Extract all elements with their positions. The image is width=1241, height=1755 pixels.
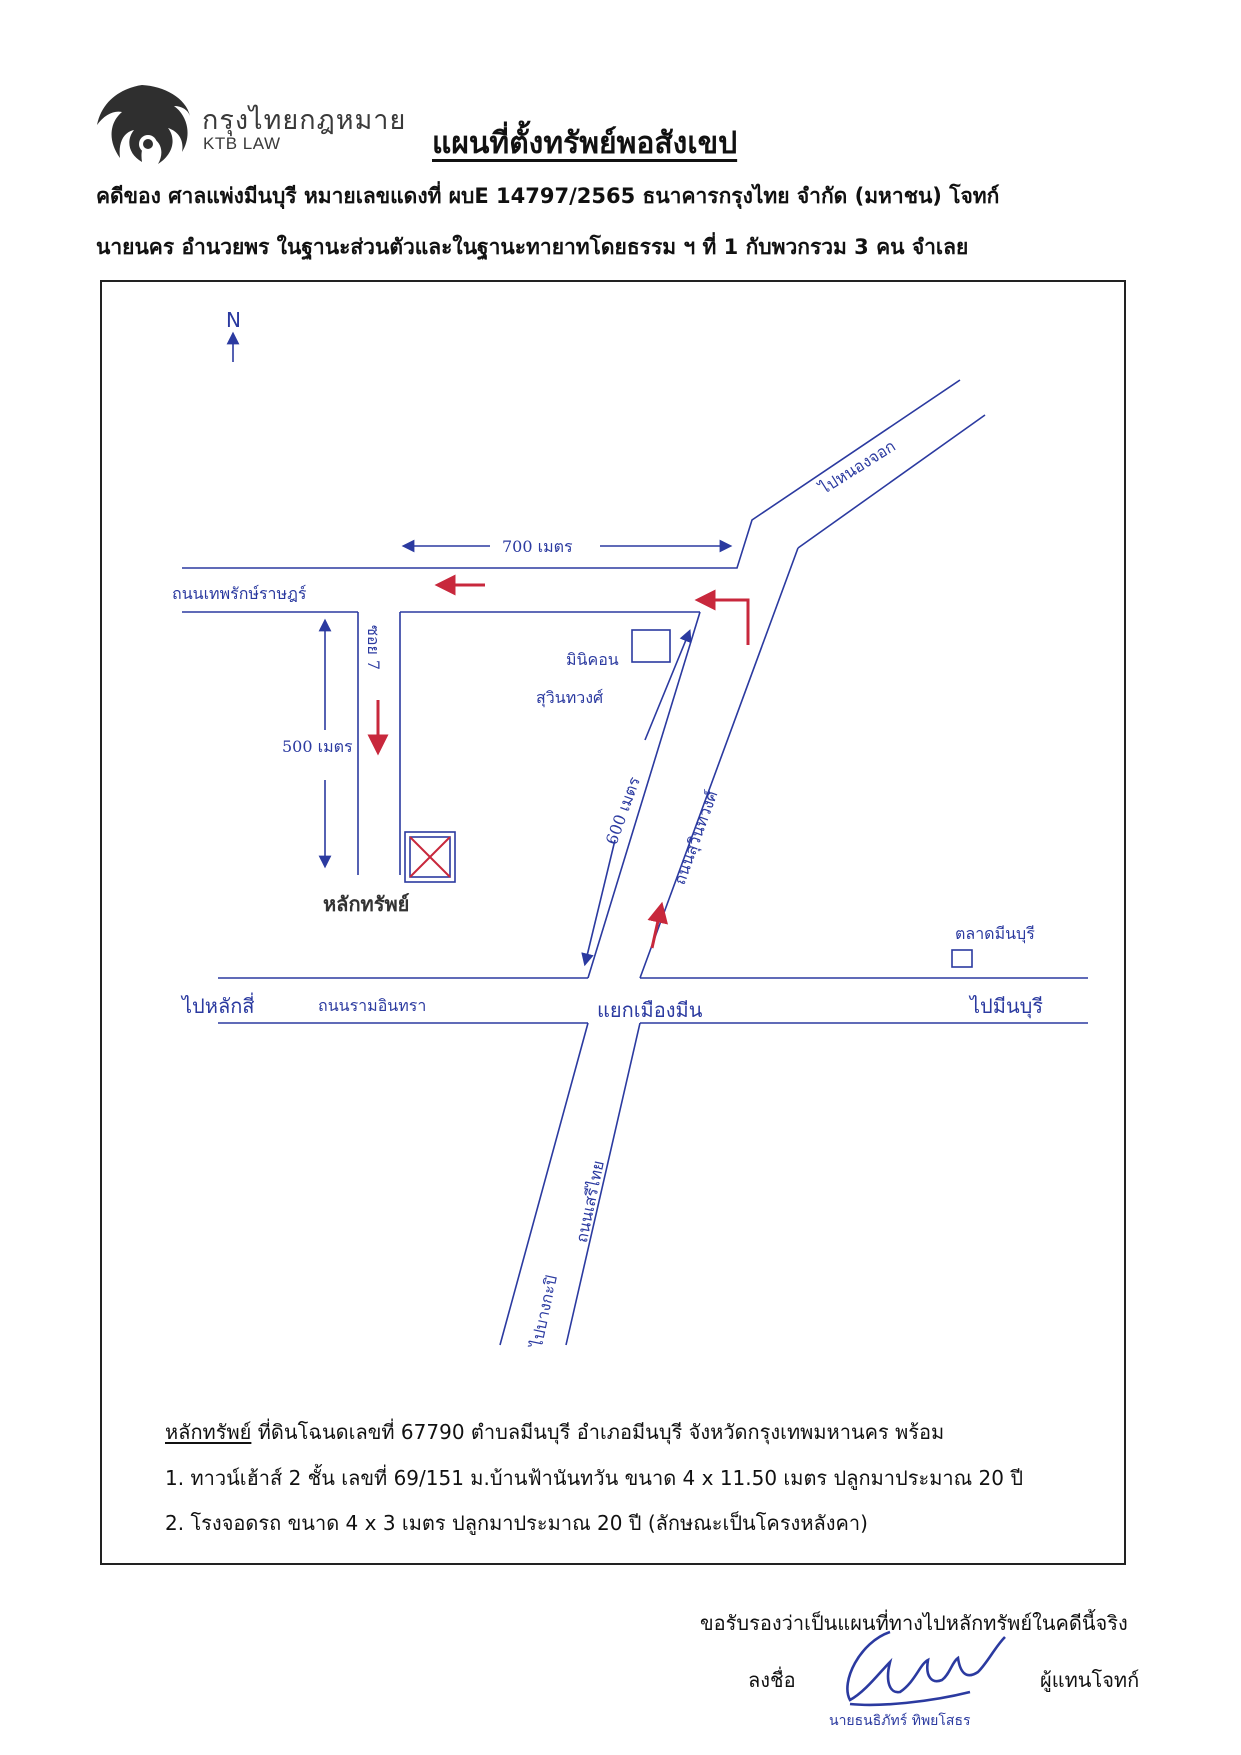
junction-label: แยกเมืองมีน: [597, 998, 703, 1022]
north-label: N: [226, 308, 241, 332]
south-road-right: [565, 1022, 641, 1346]
road-ramindra-label: ถนนรามอินทรา: [318, 996, 427, 1015]
red-arrow-diag: [647, 901, 668, 949]
description-line-2: 1. ทาวน์เฮ้าส์ 2 ชั้น เลขที่ 69/151 ม.บ้…: [165, 1466, 1024, 1490]
dist-diag-arrow-up: [644, 629, 692, 741]
to-laksi-label: ไปหลักสี่: [182, 994, 255, 1018]
ktb-logo-icon: [97, 85, 190, 164]
property-label: หลักทรัพย์: [323, 892, 410, 916]
road-edge-top: [182, 379, 961, 569]
diag-road-left: [587, 611, 701, 979]
signature-image: [846, 1630, 1006, 1707]
description-line-3: 2. โรงจอดรถ ขนาด 4 x 3 เมตร ปลูกมาประมาณ…: [165, 1511, 868, 1535]
description-line-1-text: ที่ดินโฉนดเลขที่ 67790 ตำบลมีนบุรี อำเภอ…: [251, 1420, 945, 1444]
dist-left-label: 500 เมตร: [282, 737, 353, 756]
property-box-icon: [404, 831, 456, 883]
dist-diag-arrow-down: [581, 839, 616, 967]
condo-label-2: สุวินทวงศ์: [536, 688, 604, 707]
condo-label-1: มินิคอน: [566, 650, 619, 669]
to-minburi-label: ไปมีนบุรี: [970, 994, 1044, 1018]
road-top-label: ถนนเทพรักษ์ราษฎร์: [172, 584, 307, 603]
certify-text: ขอรับรองว่าเป็นแผนที่ทางไปหลักทรัพย์ในคด…: [700, 1611, 1128, 1635]
case-line-1: คดีของ ศาลแพ่งมีนบุรี หมายเลขแดงที่ ผบE …: [96, 184, 1000, 208]
property-x-icon: [409, 836, 451, 878]
south-road-left: [499, 1022, 589, 1346]
soi-label: ซอย 7: [364, 625, 383, 671]
red-arrow-corner: [694, 589, 750, 645]
signer-name: นายธนธิภัทร์ ทิพยโสธร: [829, 1713, 971, 1729]
sign-role: ผู้แทนโจทก์: [1040, 1668, 1140, 1692]
market-label: ตลาดมีนบุรี: [955, 924, 1035, 943]
case-line-2: นายนคร อำนวยพร ในฐานะส่วนตัวและในฐานะทาย…: [96, 235, 969, 259]
condo-icon: [631, 629, 671, 663]
document-title: แผนที่ตั้งทรัพย์พอสังเขป: [432, 126, 738, 161]
logo-english-text: KTB LAW: [203, 134, 281, 153]
dist-top-label: 700 เมตร: [502, 537, 573, 556]
market-icon: [951, 949, 973, 968]
road-edge-ne: [797, 414, 986, 549]
logo-thai-text: กรุงไทยกฎหมาย: [202, 105, 407, 136]
sign-label: ลงชื่อ: [748, 1668, 796, 1692]
map-frame: [100, 280, 1126, 1565]
description-line-1: หลักทรัพย์ ที่ดินโฉนดเลขที่ 67790 ตำบลมี…: [165, 1416, 944, 1448]
description-label: หลักทรัพย์: [165, 1420, 252, 1444]
